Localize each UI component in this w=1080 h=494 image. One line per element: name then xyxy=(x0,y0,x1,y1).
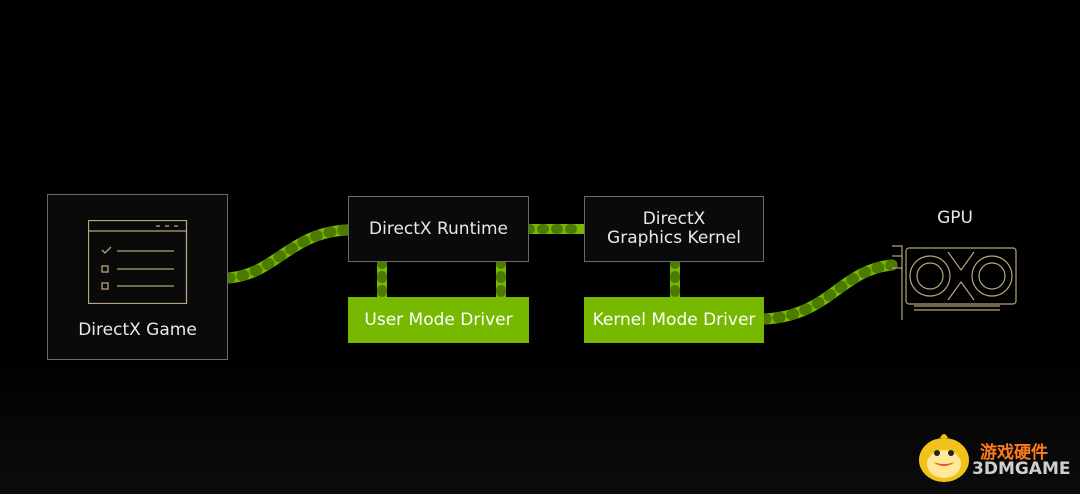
watermark-logo: 游戏硬件 3DMGAME xyxy=(910,428,1075,488)
node-directx-runtime: DirectX Runtime xyxy=(348,196,529,262)
gpu-label: GPU xyxy=(937,208,973,228)
node-directx-game-label: DirectX Game xyxy=(78,320,197,340)
game-window-icon xyxy=(88,220,188,304)
node-directx-graphics-kernel-label: DirectX Graphics Kernel xyxy=(607,209,741,248)
node-kernel-mode-driver: Kernel Mode Driver xyxy=(584,297,764,343)
node-directx-runtime-label: DirectX Runtime xyxy=(369,218,508,239)
node-user-mode-driver: User Mode Driver xyxy=(348,297,529,343)
watermark-cn: 游戏硬件 xyxy=(980,443,1048,463)
watermark-en: 3DMGAME xyxy=(972,459,1071,479)
node-user-mode-driver-label: User Mode Driver xyxy=(364,310,513,330)
node-directx-game: DirectX Game xyxy=(47,194,228,360)
chick-mascot-icon xyxy=(919,434,969,482)
gpu-card-icon xyxy=(892,245,1017,320)
node-kernel-mode-driver-label: Kernel Mode Driver xyxy=(592,310,756,330)
node-directx-graphics-kernel: DirectX Graphics Kernel xyxy=(584,196,764,262)
